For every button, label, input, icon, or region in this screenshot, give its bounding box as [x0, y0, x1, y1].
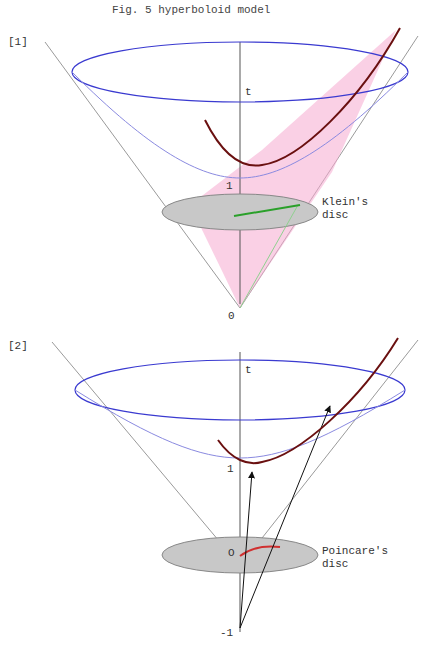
panel-number: [2] — [8, 340, 28, 353]
projection-arrow — [240, 406, 330, 628]
panel-number: [1] — [8, 36, 28, 49]
tick-label: -1 — [220, 627, 233, 640]
axis-label: t — [245, 364, 252, 377]
hyperboloid-sheet — [75, 390, 405, 458]
hyperboloid-rim — [72, 42, 408, 102]
geodesic-hyperbola — [205, 28, 400, 166]
origin-label: 0 — [228, 310, 235, 323]
tick-label: 1 — [226, 180, 233, 193]
disc-label: Poincare's disc — [322, 545, 402, 570]
projection-line — [240, 205, 298, 308]
disc-label: Klein's disc — [322, 196, 382, 221]
tick-label: 1 — [227, 463, 234, 476]
geodesic-hyperbola — [218, 338, 398, 463]
axis-label: t — [245, 86, 252, 99]
cone-line — [52, 342, 240, 566]
geodesic-chord — [234, 205, 300, 216]
t-axis — [240, 352, 241, 632]
cone-line — [45, 42, 240, 308]
plane — [190, 30, 396, 308]
figure-title: Fig. 5 hyperboloid model — [112, 4, 270, 16]
cone-line — [240, 340, 418, 566]
projection-arrow — [240, 472, 252, 628]
t-axis — [240, 42, 241, 304]
poincare-disc — [162, 537, 318, 573]
origin-label: O — [228, 547, 235, 560]
hyperboloid-rim — [75, 360, 405, 420]
